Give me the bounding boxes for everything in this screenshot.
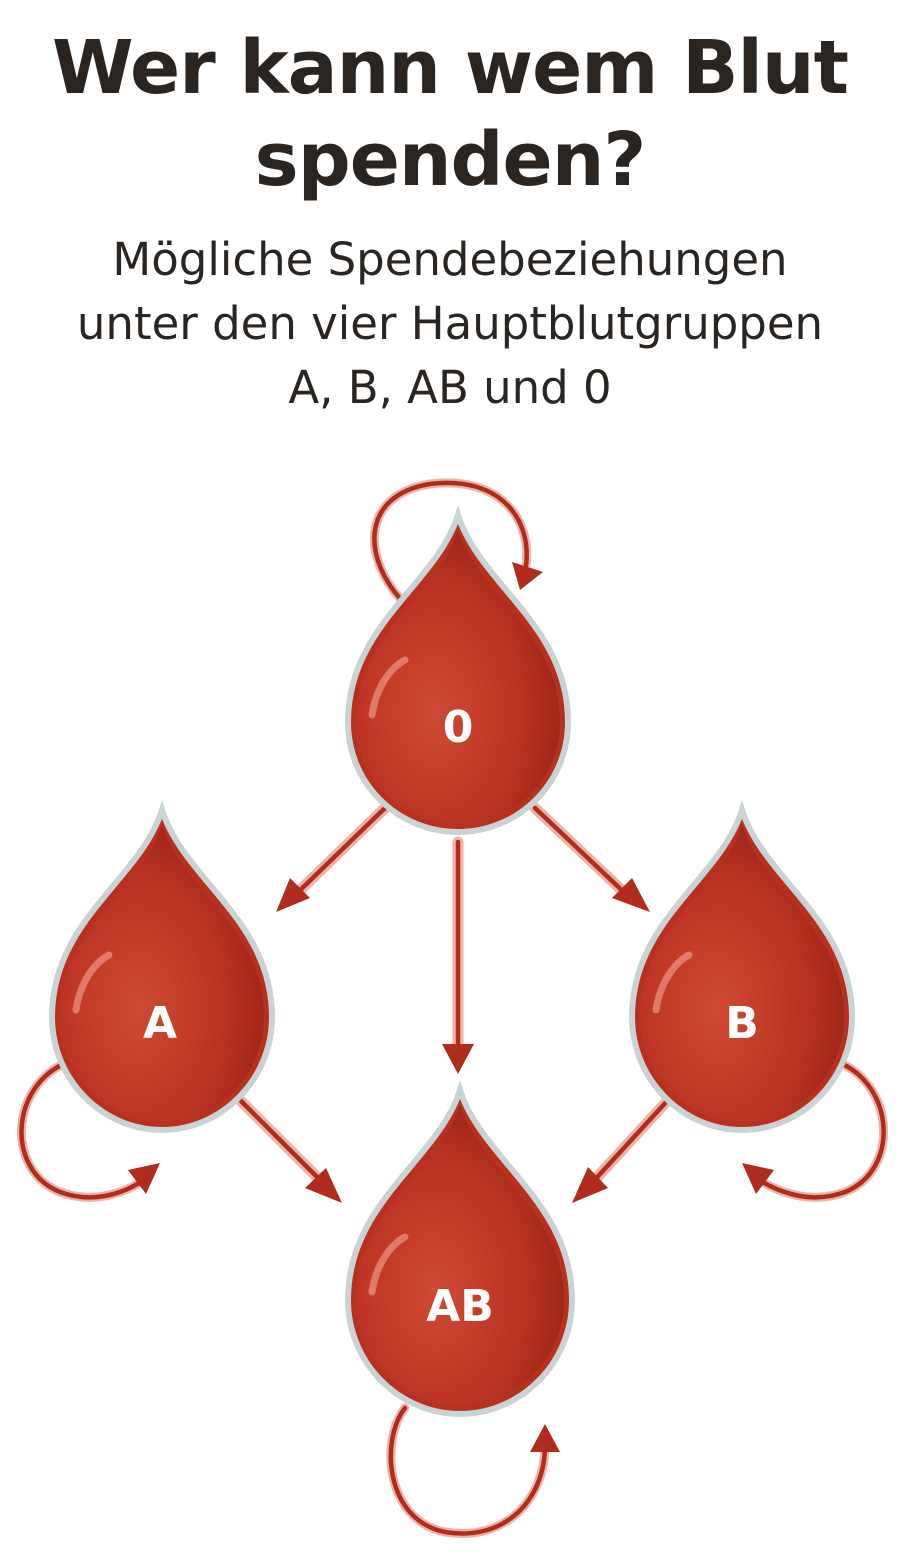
drop-label-A: A [143, 998, 177, 1049]
arrowhead-icon [442, 1044, 474, 1074]
subtitle-line-2: unter den vier Hauptblutgruppen [76, 297, 824, 350]
arrow-A-to-AB [234, 1094, 342, 1203]
arrow-0-to-AB [442, 836, 474, 1074]
drop-label-0: 0 [443, 702, 474, 753]
arrowhead-icon [276, 878, 310, 912]
arrow-B-to-AB [572, 1094, 674, 1203]
arrowhead-icon [572, 1167, 608, 1203]
loop-AB-to-AB [386, 1403, 560, 1538]
loop-A-to-A [16, 1057, 160, 1202]
drop-label-AB: AB [426, 1281, 494, 1332]
page-subtitle: Mögliche Spendebeziehungen unter den vie… [0, 228, 900, 420]
arrowhead-icon [512, 562, 543, 590]
arrowhead-icon [742, 1163, 774, 1194]
blood-drop-B: B [628, 800, 856, 1134]
subtitle-line-3: A, B, AB und 0 [288, 361, 612, 414]
arrowhead-icon [128, 1163, 160, 1194]
arrowhead-icon [612, 878, 650, 912]
loop-0-to-0 [369, 478, 543, 612]
arrow-0-to-B [529, 802, 650, 912]
arrow-0-to-A [276, 802, 391, 912]
subtitle-line-1: Mögliche Spendebeziehungen [112, 233, 788, 286]
blood-drop-AB: AB [344, 1080, 576, 1418]
title-line-1: Wer kann wem Blut [52, 25, 849, 111]
loop-B-to-B [742, 1057, 889, 1202]
blood-drop-A: A [48, 800, 276, 1134]
blood-drop-0: 0 [344, 505, 572, 836]
page-title: Wer kann wem Blut spenden? [0, 22, 900, 206]
arrowhead-icon [305, 1168, 342, 1203]
title-line-2: spenden? [254, 117, 647, 203]
arrowhead-icon [530, 1424, 560, 1452]
drop-label-B: B [725, 998, 759, 1049]
